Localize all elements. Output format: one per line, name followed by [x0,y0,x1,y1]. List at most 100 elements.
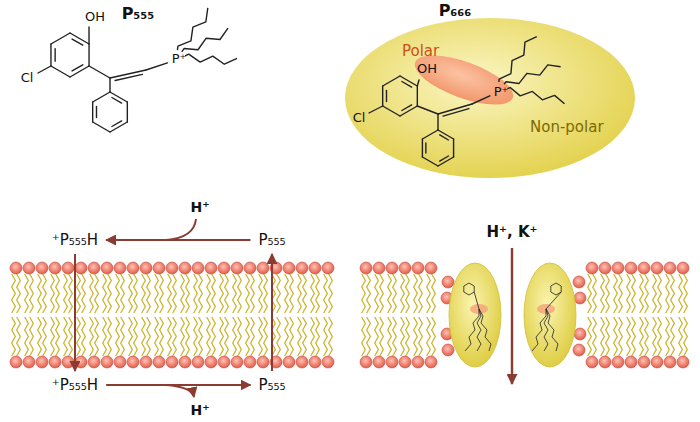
species-label: P₅₅₅ [254,230,289,250]
lipid-head [586,356,598,368]
lipid-head [651,262,663,274]
lipid-head [205,356,217,368]
lipid-head [373,262,385,274]
lipid-head [127,356,139,368]
lipid-tail [432,317,436,356]
lipid-head [586,262,598,274]
lipid-head [399,356,411,368]
lipid-tail [684,274,688,313]
lipid-tail [375,274,379,313]
bond-line [93,92,110,102]
region-label: Non-polar [530,118,700,136]
lipid-tail [277,317,281,356]
lipid-tail [303,274,307,313]
label-holder: P₆₆₆ [439,1,472,20]
lipid-tail [419,274,423,313]
lipid-tail [181,317,185,356]
lipid-head [10,356,22,368]
lipid-head [205,262,217,274]
lipid-tail [645,274,649,313]
lipid-head [599,356,611,368]
species-text: ⁺P₅₅₅H [48,375,102,395]
lipid-tail [401,274,405,313]
lipid-tail [233,317,237,356]
mini-chain [546,309,558,351]
bond-line [382,86,383,106]
lipid-tail [199,274,203,313]
lipid-head [296,262,308,274]
lipid-tail [316,274,320,313]
lipid-head [373,356,385,368]
label-holder: P⁺ [494,84,509,100]
lipid-tail [82,274,86,313]
species-text: P₅₅₅ [254,230,289,250]
bond-line [146,63,167,70]
lipid-tail [298,317,302,356]
species-label: ⁺P₅₅₅H [48,375,102,395]
bond-line [425,143,426,153]
lipid-tail [658,317,662,356]
bond-line [112,97,122,103]
lipid-tail [134,317,138,356]
lipid-tail [56,317,60,356]
lipid-tail [220,274,224,313]
label-holder: H⁺, K⁺ [487,223,538,241]
lipid-tail [246,317,250,356]
lipid-head [257,262,269,274]
lipid-tail [155,317,159,356]
bond-line [72,39,83,45]
bond-line [88,44,89,66]
mini-chain [465,309,479,351]
lipid-tail [51,274,55,313]
lipid-tail [619,317,623,356]
lipid-tail [173,317,177,356]
lipid-tail [380,317,384,356]
lipid-tail [238,317,242,356]
lipid-head [574,292,586,304]
lipid-head [23,262,35,274]
bond-line [93,122,110,132]
lipid-tail [142,274,146,313]
lipid-tail [43,317,47,356]
lipid-head [140,262,152,274]
lipid-head [638,262,650,274]
lipid-tail [147,274,151,313]
nonpolar-region: Non-polarPolar [345,18,635,178]
species-label: P₅₅₅ [254,375,289,395]
lipid-tail [155,274,159,313]
lipid-head [625,356,637,368]
lipid-tail [95,274,99,313]
lipid-tail [614,317,618,356]
lipid-tail [290,317,294,356]
lipid-tail [362,317,366,356]
lipid-head [664,262,676,274]
lipid-tail [311,317,315,356]
lipid-head [114,262,126,274]
lipid-tail [671,317,675,356]
lipid-head [114,356,126,368]
lipid-tail [640,274,644,313]
mini-chain [479,309,491,351]
bond-line [54,49,55,61]
lipid-tail [212,317,216,356]
lipid-head [231,356,243,368]
lipid-tail [168,317,172,356]
lipid-tail [246,274,250,313]
lipid-tail [259,317,263,356]
bond-line [92,102,93,122]
p666-pore [524,263,576,367]
lipid-head [192,262,204,274]
lipid-head [573,276,585,288]
lipid-tail [238,274,242,313]
bond-line [112,121,122,127]
proton-curve [166,219,196,240]
lipid-head [677,262,689,274]
lipid-head [573,344,585,356]
lipid-tail [168,274,172,313]
lipid-head [192,356,204,368]
bond-line [88,27,89,44]
atom-label: P⁺ [494,84,509,100]
lipid-head [612,262,624,274]
lipid-head [88,262,100,274]
lipid-tail [277,274,281,313]
